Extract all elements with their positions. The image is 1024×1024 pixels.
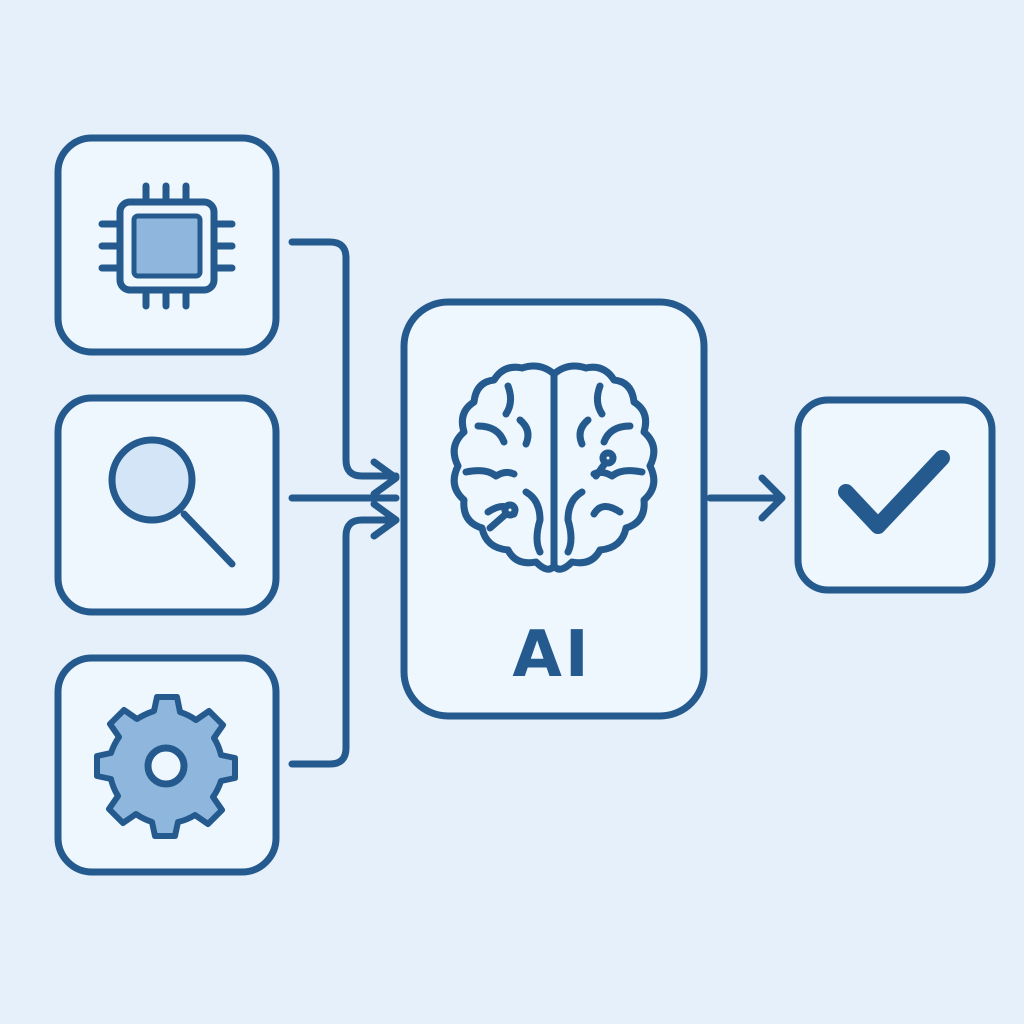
input-node-chip — [54, 134, 280, 356]
search-icon — [108, 436, 236, 568]
checkmark-icon — [838, 450, 950, 534]
connector-chip-to-ai — [288, 238, 400, 480]
connector-gear-to-ai — [288, 516, 400, 768]
arrowhead-into-output — [758, 474, 786, 522]
output-box — [794, 396, 996, 594]
ai-node: AI — [400, 298, 708, 720]
connectors — [288, 238, 786, 768]
ai-label: AI — [512, 618, 591, 692]
chip-icon — [98, 182, 236, 310]
arrowhead-into-ai-upper — [370, 458, 400, 498]
gear-icon — [94, 694, 238, 839]
output-node — [794, 396, 996, 594]
arrowhead-into-ai-lower — [370, 500, 400, 540]
input-node-gear — [54, 654, 280, 876]
brain-icon — [450, 362, 658, 573]
input-node-search — [54, 394, 280, 616]
